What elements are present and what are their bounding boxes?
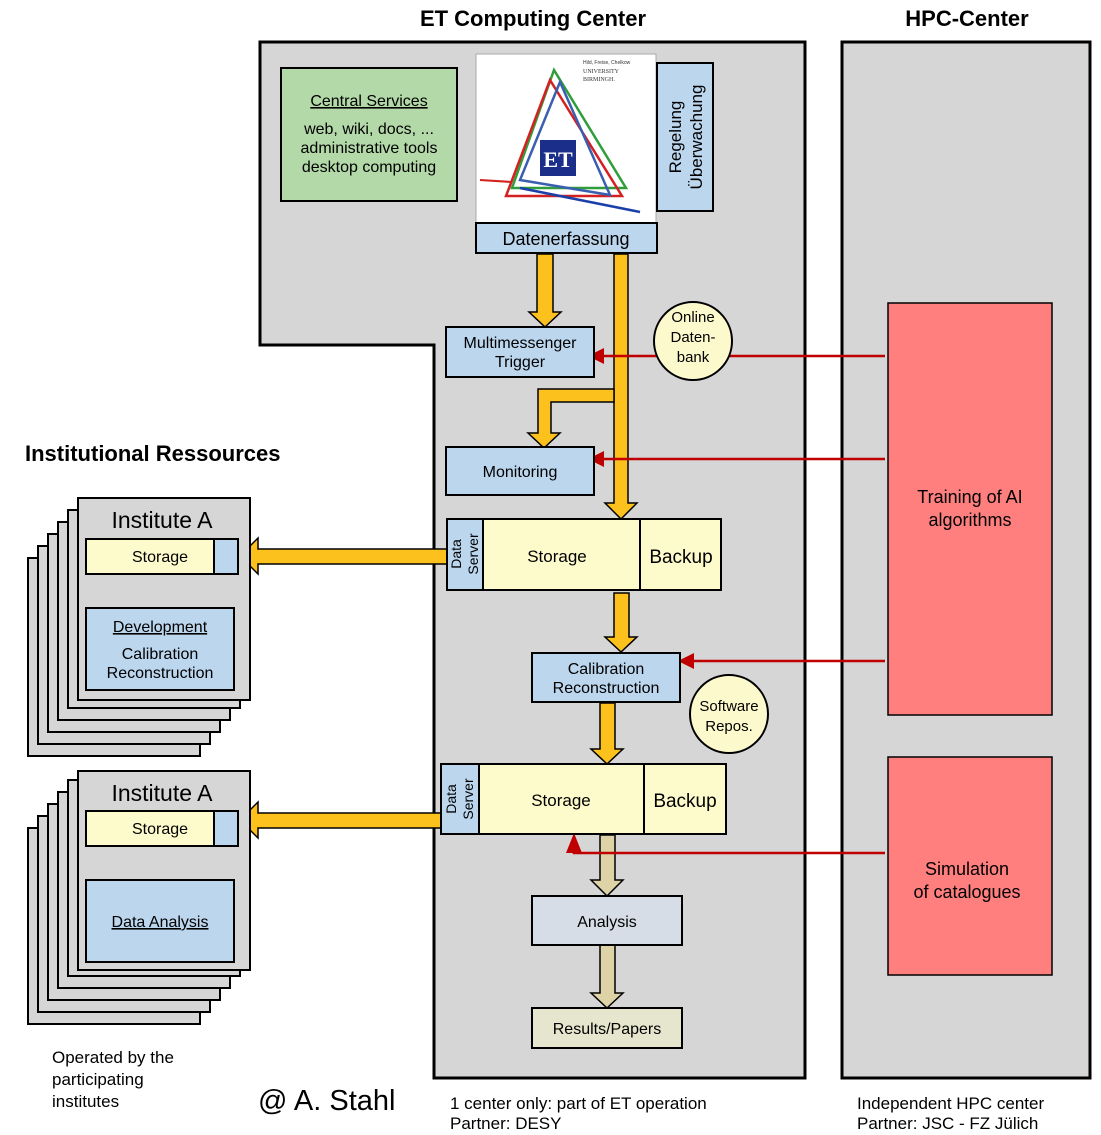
footer-credit: @ A. Stahl xyxy=(258,1085,395,1117)
institute-stack-1: Institute A Storage Development Calibrat… xyxy=(27,497,251,757)
training-ai-box: Training of AI algorithms xyxy=(887,302,1053,716)
institute-1-title: Institute A xyxy=(111,507,213,533)
simulation-catalogues-box: Simulation of catalogues xyxy=(887,756,1053,976)
regelung-label: Regelung xyxy=(666,101,685,174)
footer-hpc-line-1: Independent HPC center xyxy=(857,1094,1044,1113)
storage-block-2: Data Server Storage Backup xyxy=(440,763,727,835)
results-papers-label: Results/Papers xyxy=(553,1021,662,1038)
arrow-storage-to-calibration xyxy=(603,592,639,654)
central-services-box: Central Services web, wiki, docs, ... ad… xyxy=(280,67,458,202)
simulation-line-1: Simulation xyxy=(925,859,1009,879)
institute-1-development: Development xyxy=(113,619,208,636)
calibration-reconstruction-box: Calibration Reconstruction xyxy=(531,652,681,703)
institutional-header: Institutional Ressources xyxy=(25,441,281,466)
et-logo-mark xyxy=(540,140,576,176)
multimessenger-label: Multimessenger xyxy=(464,335,578,352)
footer-operated-line-2: participating xyxy=(52,1070,144,1089)
institute-stack-2: Institute A Storage Data Analysis xyxy=(27,770,251,1025)
software-repos-line-1: Software xyxy=(699,698,758,715)
arrow-datenerfassung-to-storage xyxy=(603,253,639,521)
datenerfassung-box: Datenerfassung xyxy=(475,222,658,254)
training-ai-line-2: algorithms xyxy=(928,510,1011,530)
logo-caption-3: BIRMINGH. xyxy=(583,77,615,83)
simulation-line-2: of catalogues xyxy=(913,882,1020,902)
data-server-2-line-1: Data xyxy=(443,784,459,814)
central-services-line-2: administrative tools xyxy=(301,140,438,157)
institute-2-data-analysis: Data Analysis xyxy=(112,914,209,931)
ueberwachung-label: Überwachung xyxy=(687,85,706,190)
results-papers-box: Results/Papers xyxy=(531,1007,683,1049)
institute-2-title: Institute A xyxy=(111,780,213,806)
footer-operated-line-3: institutes xyxy=(52,1092,119,1111)
storage-1-label: Storage xyxy=(527,547,587,566)
data-server-2-line-2: Server xyxy=(460,778,476,820)
hpc-center-header: HPC-Center xyxy=(905,6,1029,31)
analysis-box: Analysis xyxy=(531,895,683,946)
logo-caption-1: Hild, Freise, Chelkow xyxy=(583,60,631,66)
et-logo-text: ET xyxy=(543,147,573,172)
reconstruction-label: Reconstruction xyxy=(553,680,660,697)
arrow-analysis-to-results xyxy=(589,944,625,1010)
arrow-calibration-to-storage xyxy=(589,702,625,766)
arrow-datenerfassung-to-trigger xyxy=(527,253,563,329)
online-datenbank-line-3: bank xyxy=(677,349,710,366)
datenerfassung-label: Datenerfassung xyxy=(502,229,629,249)
storage-2-label: Storage xyxy=(531,791,591,810)
backup-1-label: Backup xyxy=(649,547,712,568)
institute-1-reconstruction: Reconstruction xyxy=(107,665,214,682)
storage-block-1: Data Server Storage Backup xyxy=(446,518,722,591)
software-repos-circle: Software Repos. xyxy=(689,674,769,754)
institute-1-calibration: Calibration xyxy=(122,646,198,663)
arrow-storage-to-institute-1 xyxy=(238,536,448,576)
et-detector-logo: ET Hild, Freise, Chelkow UNIVERSITY BIRM… xyxy=(475,53,657,225)
central-services-line-1: web, wiki, docs, ... xyxy=(303,121,434,138)
arrow-to-monitoring xyxy=(526,388,615,450)
footer-hpc-line-2: Partner: JSC - FZ Jülich xyxy=(857,1114,1038,1133)
trigger-label: Trigger xyxy=(495,354,546,371)
arrow-storage-to-institute-2 xyxy=(238,800,442,840)
footer-et-line-1: 1 center only: part of ET operation xyxy=(450,1094,707,1113)
data-server-1-line-2: Server xyxy=(465,533,481,575)
backup-2-label: Backup xyxy=(653,791,716,812)
calibration-label: Calibration xyxy=(568,661,644,678)
logo-caption-2: UNIVERSITY xyxy=(583,69,620,75)
analysis-label: Analysis xyxy=(577,914,637,931)
institute-2-storage: Storage xyxy=(132,821,188,838)
central-services-title: Central Services xyxy=(310,93,427,110)
software-repos-line-2: Repos. xyxy=(705,718,753,735)
data-server-1-line-1: Data xyxy=(448,539,464,569)
training-ai-line-1: Training of AI xyxy=(917,487,1022,507)
footer-operated-line-1: Operated by the xyxy=(52,1048,174,1067)
arrow-storage-to-analysis xyxy=(589,834,625,898)
online-datenbank-line-2: Daten- xyxy=(670,329,715,346)
et-center-header: ET Computing Center xyxy=(420,6,647,31)
red-connectors xyxy=(566,348,885,855)
online-datenbank-circle: Online Daten- bank xyxy=(653,301,733,381)
monitoring-label: Monitoring xyxy=(483,464,558,481)
online-datenbank-line-1: Online xyxy=(671,309,714,326)
regelung-box: Regelung Überwachung xyxy=(656,62,714,212)
institute-1-storage: Storage xyxy=(132,549,188,566)
monitoring-box: Monitoring xyxy=(445,446,595,496)
multimessenger-trigger-box: Multimessenger Trigger xyxy=(445,326,595,378)
footer-et-line-2: Partner: DESY xyxy=(450,1114,562,1133)
central-services-line-3: desktop computing xyxy=(302,159,436,176)
